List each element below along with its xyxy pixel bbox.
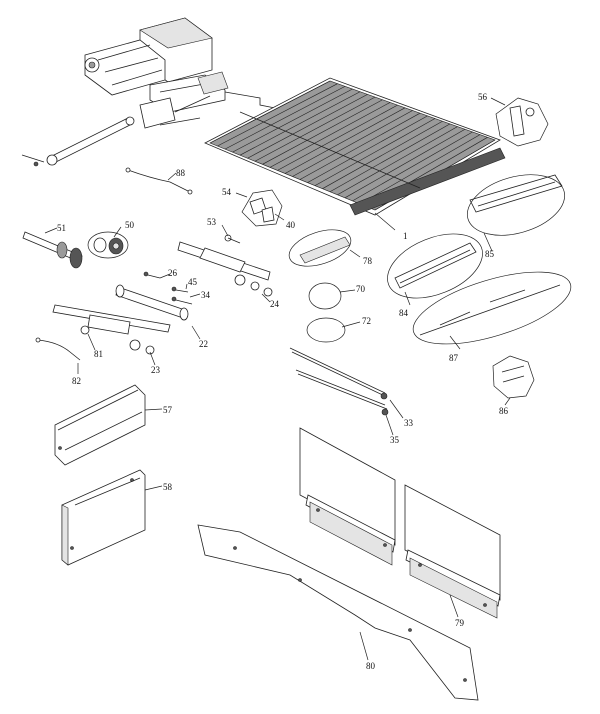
base-plate bbox=[197, 524, 479, 701]
grating-bar bbox=[232, 88, 353, 153]
motor-lift-assembly bbox=[84, 17, 276, 129]
callout-80: 80 bbox=[366, 661, 376, 671]
grating-bar bbox=[299, 112, 421, 180]
callout-70: 70 bbox=[356, 284, 366, 294]
callout-51: 51 bbox=[57, 223, 66, 233]
grating-bar bbox=[284, 107, 406, 174]
callout-86: 86 bbox=[499, 406, 509, 416]
grating-bars bbox=[209, 80, 496, 211]
door-panels bbox=[299, 427, 501, 619]
callout-23: 23 bbox=[151, 365, 161, 375]
grating-bar bbox=[344, 129, 466, 199]
callout-22: 22 bbox=[199, 339, 208, 349]
callout-labels: 1 56 88 54 40 53 51 50 78 85 70 84 72 87… bbox=[57, 92, 509, 671]
grating-bar bbox=[239, 91, 361, 156]
callout-45: 45 bbox=[188, 277, 198, 287]
callout-54: 54 bbox=[222, 187, 232, 197]
callout-84: 84 bbox=[399, 308, 409, 318]
grating-bar bbox=[337, 126, 458, 196]
callout-72: 72 bbox=[362, 316, 371, 326]
callout-50: 50 bbox=[125, 220, 135, 230]
grating-bar bbox=[352, 131, 473, 202]
grating-bar bbox=[247, 94, 368, 159]
grating-bar bbox=[217, 83, 338, 147]
callout-1: 1 bbox=[403, 231, 408, 241]
grating-bar bbox=[307, 115, 428, 183]
grating-bar bbox=[254, 96, 376, 162]
callout-24: 24 bbox=[270, 299, 280, 309]
grating-bar bbox=[292, 110, 413, 177]
grating-bar bbox=[277, 104, 398, 171]
callout-34: 34 bbox=[201, 290, 211, 300]
leader-lines bbox=[44, 97, 511, 661]
grating-bar bbox=[329, 123, 451, 192]
callout-87: 87 bbox=[449, 353, 459, 363]
callout-33: 33 bbox=[404, 418, 414, 428]
callout-57: 57 bbox=[163, 405, 173, 415]
cable-harness bbox=[35, 337, 81, 361]
callout-85: 85 bbox=[485, 249, 495, 259]
rail-channels bbox=[299, 174, 563, 336]
callout-82: 82 bbox=[72, 376, 81, 386]
detail-views bbox=[87, 97, 572, 399]
grating-bar bbox=[209, 80, 331, 144]
callout-26: 26 bbox=[168, 268, 178, 278]
roller-shaft-left bbox=[22, 231, 124, 269]
grating-bar bbox=[262, 99, 383, 165]
callout-79: 79 bbox=[455, 618, 465, 628]
grating-bar bbox=[359, 134, 481, 205]
tie-rods bbox=[289, 347, 389, 416]
platform-grating bbox=[204, 77, 506, 216]
drive-shaft-upper bbox=[21, 116, 135, 167]
callout-35: 35 bbox=[390, 435, 400, 445]
callout-53: 53 bbox=[207, 217, 217, 227]
callout-58: 58 bbox=[163, 482, 173, 492]
callout-81: 81 bbox=[94, 349, 103, 359]
grating-bar bbox=[322, 120, 443, 189]
grating-bar bbox=[314, 118, 436, 186]
callout-78: 78 bbox=[363, 256, 373, 266]
grating-bar bbox=[224, 86, 346, 150]
callout-88: 88 bbox=[176, 168, 186, 178]
cover-58 bbox=[61, 469, 146, 566]
center-mechanism bbox=[52, 234, 273, 355]
cover-57 bbox=[54, 384, 146, 466]
cable-assembly bbox=[125, 167, 193, 195]
callout-56: 56 bbox=[478, 92, 488, 102]
callout-40: 40 bbox=[286, 220, 296, 230]
grating-bar bbox=[269, 102, 391, 168]
